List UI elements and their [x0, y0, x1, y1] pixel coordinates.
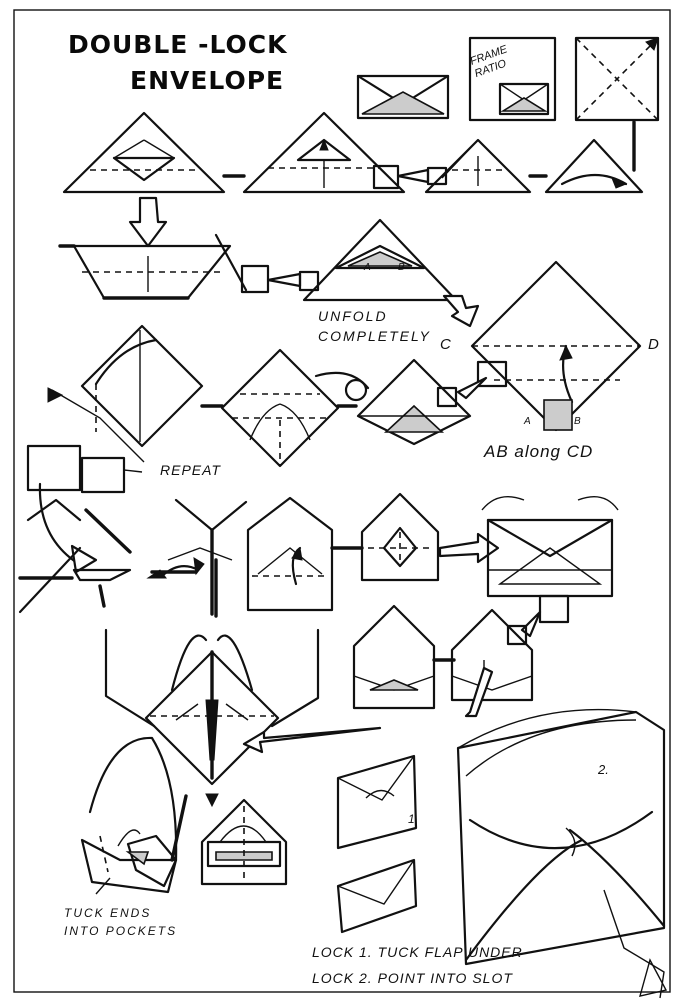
house-step-4 [450, 608, 534, 702]
tuck-ends-label: TUCK ENDS [64, 906, 152, 920]
big-v-step [104, 628, 320, 808]
house-step-1 [246, 496, 334, 612]
triangle-ab-step [302, 218, 458, 302]
turn-over-symbol [344, 378, 368, 402]
diamond-folded-step [356, 358, 472, 446]
diamond-crease-step [220, 348, 340, 468]
finished-envelope [456, 708, 668, 999]
zoom-box-r3 [436, 360, 508, 408]
lock-2-label: LOCK 2. POINT INTO SLOT [312, 970, 513, 986]
unfold-completely-label: UNFOLD COMPLETELY [318, 308, 431, 344]
envelope-open-r4 [481, 496, 619, 598]
triangle-step-3 [424, 138, 532, 194]
step-closed-envelope [336, 858, 418, 934]
envelope-preview [356, 74, 450, 120]
zoom-box-r4 [506, 594, 570, 646]
right-arrow-r4 [438, 532, 500, 564]
corner-label-d: D [648, 336, 659, 353]
step-2-label: 2. [598, 762, 609, 777]
down-arrow-r1 [128, 196, 168, 248]
small-label-a: A [364, 262, 371, 273]
house-step-2 [360, 492, 440, 582]
page-border [13, 9, 671, 993]
corner-label-b: B [574, 416, 581, 427]
zoom-box-r2 [240, 264, 320, 294]
triangle-step-1 [62, 111, 226, 194]
house-step-3 [352, 604, 436, 710]
repeat-box-step [26, 444, 143, 494]
step-1-label: 1. [408, 812, 419, 826]
left-long-arrow [242, 726, 382, 754]
fold-step-spine [146, 498, 248, 618]
trapezoid-step [58, 244, 232, 300]
corner-label-c: C [440, 336, 451, 353]
into-pockets-label: INTO POCKETS [64, 924, 178, 938]
house-step-5 [200, 798, 288, 886]
ab-along-cd-label: AB along CD [484, 442, 594, 461]
triangle-step-2 [242, 111, 406, 194]
tuck-ends-model [80, 736, 188, 895]
small-label-b: B [398, 262, 405, 273]
diamond-fold-step [51, 324, 204, 463]
page-title-line-2: ENVELOPE [130, 66, 285, 95]
page-title-line-1: DOUBLE -LOCK [68, 30, 288, 59]
unfold-arrow [442, 294, 480, 328]
lock-1-label: LOCK 1. TUCK FLAP UNDER [312, 944, 523, 960]
frame-ratio-box [468, 36, 557, 122]
step-1-envelope [336, 754, 418, 850]
down-arrow-r5 [464, 666, 494, 718]
repeat-label: REPEAT [160, 462, 221, 478]
fold-arrow-r4 [84, 508, 132, 554]
square-paper-diagram [574, 36, 660, 122]
triangle-step-4 [544, 138, 644, 194]
zoom-box-r1 [372, 164, 448, 190]
fold-step-left [18, 482, 132, 614]
large-diamond [470, 260, 642, 432]
corner-label-a: A [524, 416, 531, 427]
